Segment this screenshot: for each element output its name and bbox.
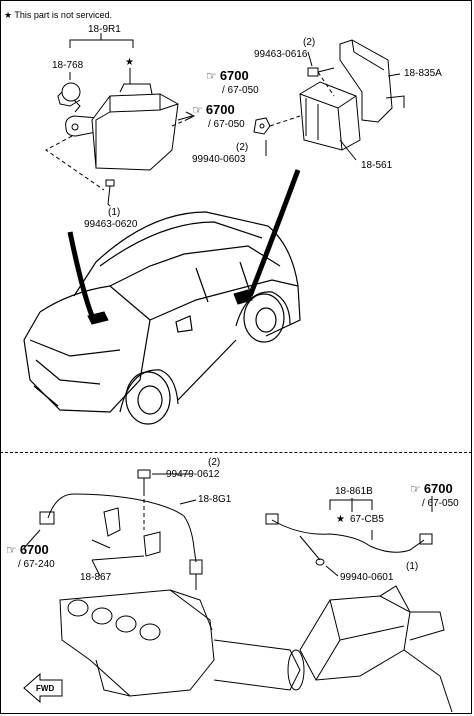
star-icon: ★ — [125, 57, 134, 68]
reference-6700-upper[interactable]: ☞ 6700 / 67-050 — [206, 68, 259, 96]
part-label-99940-0603: 99940-0603 — [192, 154, 246, 165]
part-label-18-561: 18-561 — [361, 160, 393, 171]
qty-label: (2) — [236, 142, 249, 153]
pointing-hand-icon: ☞ — [206, 69, 217, 83]
section-divider — [0, 452, 472, 453]
star-icon: ★ — [336, 514, 345, 525]
note-text: This part is not serviced. — [14, 10, 112, 20]
qty-label: (1) — [406, 561, 419, 572]
pointing-hand-icon: ☞ — [410, 482, 421, 496]
star-icon: ★ — [4, 10, 13, 20]
reference-6700-lower[interactable]: ☞ 6700 / 67-050 — [192, 102, 245, 130]
not-serviced-note: ★ This part is not serviced. — [4, 9, 112, 21]
qty-label: (1) — [108, 207, 121, 218]
part-label-18-9R1: 18-9R1 — [88, 24, 121, 35]
pointing-hand-icon: ☞ — [192, 103, 203, 117]
car-outline — [23, 211, 301, 425]
part-label-67-CB5: 67-CB5 — [350, 514, 384, 525]
part-label-99463-0620: 99463-0620 — [84, 219, 138, 230]
part-label-18-867: 18-867 — [80, 572, 112, 583]
part-label-99940-0601: 99940-0601 — [340, 572, 394, 583]
reference-6700-left[interactable]: ☞ 6700 / 67-240 — [6, 542, 55, 570]
part-label-99479-0612: 99479-0612 — [166, 469, 220, 480]
reference-6700-right[interactable]: ☞ 6700 / 67-050 — [410, 481, 459, 509]
qty-label: (2) — [303, 37, 316, 48]
part-label-18-835A: 18-835A — [404, 68, 442, 79]
part-label-18-8G1: 18-8G1 — [198, 494, 232, 505]
fwd-label: FWD — [36, 684, 55, 693]
part-label-99463-0616: 99463-0616 — [254, 49, 308, 60]
pointing-hand-icon: ☞ — [6, 543, 17, 557]
part-label-18-861B: 18-861B — [335, 486, 373, 497]
part-label-18-768: 18-768 — [52, 60, 84, 71]
qty-label: (2) — [208, 457, 221, 468]
bulb-part — [57, 82, 81, 113]
